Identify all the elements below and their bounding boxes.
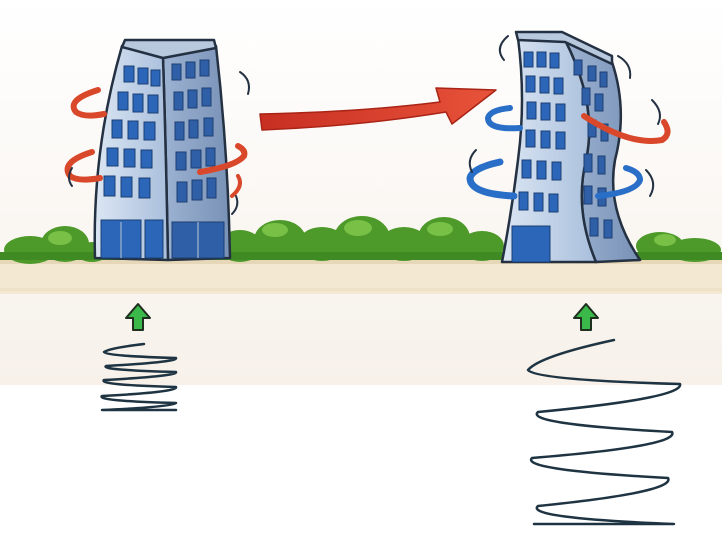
left-up-arrow-icon bbox=[125, 303, 151, 331]
left-spring bbox=[100, 342, 178, 412]
right-motion-arcs bbox=[466, 35, 671, 200]
right-arrow-icon bbox=[259, 87, 497, 131]
ground bbox=[0, 258, 722, 294]
right-building-icon bbox=[500, 30, 642, 264]
right-up-arrow-icon bbox=[573, 303, 599, 331]
left-building-icon bbox=[93, 38, 232, 262]
left-motion-arcs bbox=[64, 71, 250, 215]
right-spring bbox=[526, 338, 682, 526]
